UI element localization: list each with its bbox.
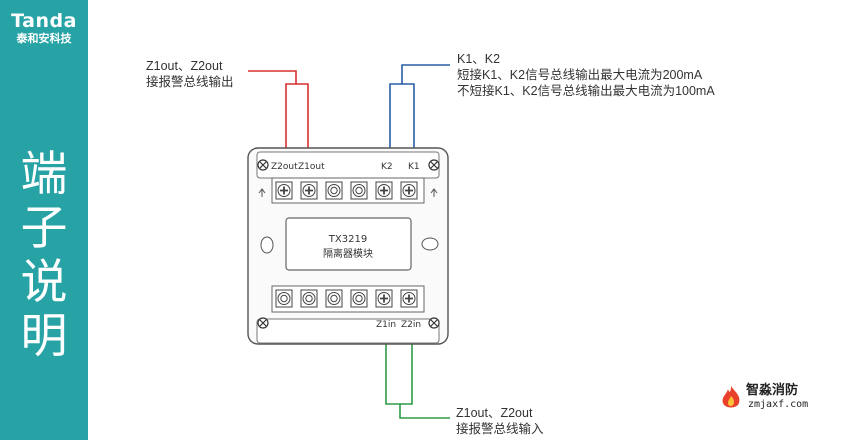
terminal-label-k2: K2 <box>381 162 393 172</box>
note-line: 接报警总线输入 <box>456 422 544 436</box>
module-model: TX3219 <box>328 234 367 245</box>
bottom-terminal-strip <box>271 285 425 313</box>
note-line: 不短接K1、K2信号总线输出最大电流为100mA <box>457 84 715 98</box>
note-line: Z1out、Z2out <box>456 406 533 420</box>
brand-logo: Tanda 泰和安科技 <box>0 10 88 46</box>
watermark-cn: 智淼消防 <box>746 383 799 398</box>
green-wire-pair <box>385 344 450 419</box>
note-line: 接报警总线输出 <box>146 75 234 89</box>
side-title-char: 明 <box>20 309 68 364</box>
top-terminal-labels: Z2out Z1out K2 K1 <box>271 162 420 172</box>
sidebar: Tanda 泰和安科技 端 子 说 明 <box>0 0 88 440</box>
note-line: Z1out、Z2out <box>146 59 223 73</box>
mounting-hole-left <box>260 236 274 254</box>
brand-cn: 泰和安科技 <box>16 32 72 45</box>
bottom-terminal-labels: Z1in Z2in <box>376 320 421 330</box>
note-line: 短接K1、K2信号总线输出最大电流为200mA <box>457 68 703 82</box>
module-name: 隔离器模块 <box>323 247 373 260</box>
note-k1-k2: K1、K2 短接K1、K2信号总线输出最大电流为200mA 不短接K1、K2信号… <box>457 51 715 99</box>
terminal-label-z2in: Z2in <box>401 320 421 330</box>
brand-name: Tanda <box>11 10 77 32</box>
note-line: K1、K2 <box>457 52 501 66</box>
blue-wire-pair <box>389 64 450 150</box>
watermark: 智淼消防 zmjaxf.com <box>718 383 820 413</box>
mounting-hole-right <box>421 237 439 251</box>
module-label-box: TX3219 隔离器模块 <box>285 217 412 271</box>
side-title-char: 子 <box>20 201 68 256</box>
corner-screw-icon <box>257 159 440 329</box>
flame-logo-icon <box>722 386 740 408</box>
terminal-label-z1in: Z1in <box>376 320 396 330</box>
top-terminal-strip <box>258 177 438 204</box>
note-red-output: Z1out、Z2out 接报警总线输出 <box>146 58 234 90</box>
side-title: 端 子 说 明 <box>0 148 88 364</box>
side-title-char: 端 <box>20 147 68 202</box>
terminal-label-z2out: Z2out <box>271 162 298 172</box>
watermark-url: zmjaxf.com <box>748 399 809 410</box>
side-title-char: 说 <box>20 255 68 310</box>
note-green-input: Z1out、Z2out 接报警总线输入 <box>456 405 544 437</box>
terminal-label-k1: K1 <box>408 162 420 172</box>
red-wire-pair <box>248 70 309 150</box>
terminal-label-z1out: Z1out <box>298 162 325 172</box>
